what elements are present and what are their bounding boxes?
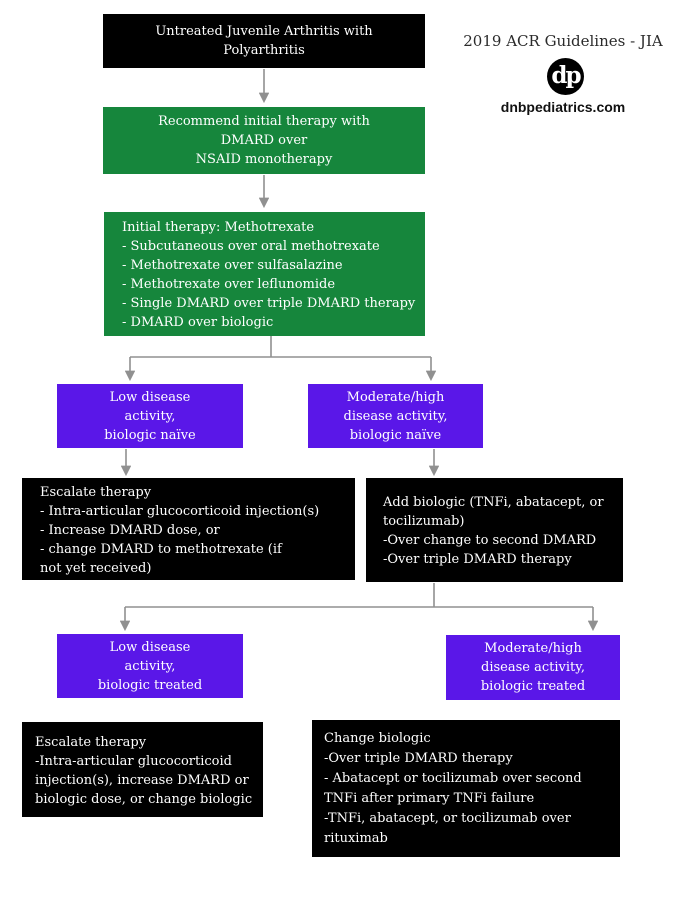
- node-line: - Abatacept or tocilizumab over second: [324, 771, 582, 786]
- node-line: biologic treated: [97, 677, 203, 693]
- node-line: disease activity,: [343, 408, 448, 424]
- flow-node-change-biologic: Change biologic -Over triple DMARD thera…: [312, 720, 620, 857]
- node-line: Low disease: [109, 389, 191, 405]
- flow-node-modhigh-disease-treated: Moderate/high disease activity, biologic…: [446, 635, 620, 700]
- website-url: dnbpediatrics.com: [500, 99, 626, 115]
- node-line: -Over triple DMARD therapy: [383, 552, 572, 567]
- node-line: tocilizumab): [383, 514, 465, 529]
- node-line: - Subcutaneous over oral methotrexate: [122, 239, 380, 254]
- flow-node-low-disease-treated: Low disease activity, biologic treated: [57, 634, 243, 698]
- node-line: -TNFi, abatacept, or tocilizumab over: [324, 811, 571, 826]
- node-line: biologic treated: [480, 679, 586, 694]
- node-line: - Increase DMARD dose, or: [40, 523, 220, 538]
- node-line: -Over change to second DMARD: [383, 533, 597, 548]
- node-line: Polyarthritis: [223, 43, 305, 58]
- node-line: Add biologic (TNFi, abatacept, or: [383, 495, 604, 510]
- flow-node-escalate-therapy-2: Escalate therapy -Intra-articular glucoc…: [22, 722, 263, 817]
- node-line: biologic naïve: [104, 427, 196, 443]
- node-line: -Over triple DMARD therapy: [324, 751, 513, 766]
- logo-text: dp: [551, 61, 581, 89]
- node-line: TNFi after primary TNFi failure: [324, 791, 535, 806]
- node-line: disease activity,: [481, 660, 585, 675]
- node-line: activity,: [124, 658, 176, 674]
- node-line: - Methotrexate over leflunomide: [122, 277, 336, 292]
- flow-node-initial-therapy: Recommend initial therapy with DMARD ove…: [103, 107, 425, 174]
- node-line: Recommend initial therapy with: [158, 114, 370, 129]
- node-line: DMARD over: [220, 133, 308, 148]
- node-line: biologic naïve: [349, 427, 442, 443]
- node-line: Untreated Juvenile Arthritis with: [155, 24, 373, 39]
- flow-node-modhigh-disease-naive: Moderate/high disease activity, biologic…: [308, 384, 483, 448]
- node-line: biologic dose, or change biologic: [35, 792, 253, 807]
- node-line: injection(s), increase DMARD or: [35, 773, 249, 788]
- flow-node-add-biologic: Add biologic (TNFi, abatacept, or tocili…: [366, 478, 623, 582]
- node-line: not yet received): [40, 561, 152, 576]
- node-line: Initial therapy: Methotrexate: [122, 220, 315, 235]
- node-line: Escalate therapy: [40, 485, 152, 500]
- guidelines-title: 2019 ACR Guidelines - JIA: [463, 32, 663, 50]
- node-line: - Methotrexate over sulfasalazine: [122, 258, 343, 273]
- node-line: - Intra-articular glucocorticoid injecti…: [40, 504, 320, 519]
- node-line: NSAID monotherapy: [195, 152, 333, 167]
- node-line: - Single DMARD over triple DMARD therapy: [122, 296, 416, 311]
- flow-node-methotrexate: Initial therapy: Methotrexate - Subcutan…: [104, 212, 425, 336]
- node-line: activity,: [124, 408, 176, 424]
- node-line: - change DMARD to methotrexate (if: [40, 542, 282, 557]
- node-line: Moderate/high: [346, 389, 445, 405]
- node-line: Change biologic: [324, 731, 431, 746]
- node-line: - DMARD over biologic: [122, 315, 274, 330]
- node-line: -Intra-articular glucocorticoid: [35, 754, 232, 769]
- dnb-pediatrics-logo: dp: [547, 58, 584, 95]
- flow-node-start: Untreated Juvenile Arthritis with Polyar…: [103, 14, 425, 68]
- node-line: Moderate/high: [484, 641, 582, 656]
- node-line: Low disease: [109, 639, 191, 655]
- flow-node-low-disease-naive: Low disease activity, biologic naïve: [57, 384, 243, 448]
- node-line: rituximab: [324, 831, 388, 846]
- flow-node-escalate-therapy-1: Escalate therapy - Intra-articular gluco…: [22, 478, 355, 580]
- node-line: Escalate therapy: [35, 735, 147, 750]
